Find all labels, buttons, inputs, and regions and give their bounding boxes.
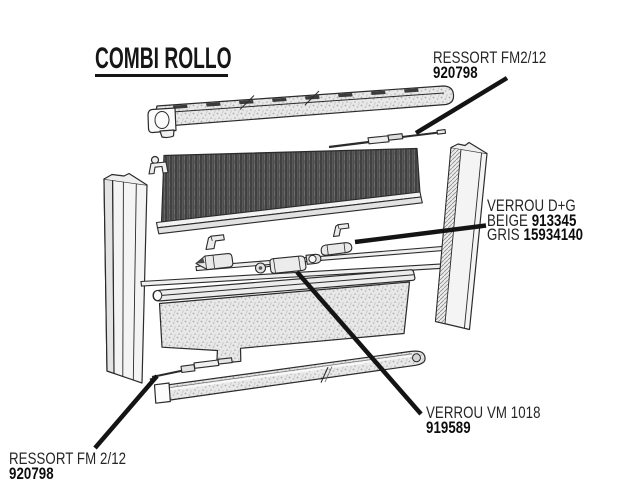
label-verrou-dg-gris: GRIS 15934140 — [487, 225, 584, 244]
vm-lock — [254, 253, 322, 274]
leader-ressort-top — [414, 76, 509, 135]
screen-bottom-rail — [155, 191, 423, 235]
label-ressort-top: RESSORT FM2/12 920798 — [433, 48, 547, 82]
label-ressort-bottom-part: 920798 — [9, 463, 54, 483]
label-verrou-dg-beige: BEIGE 913345 — [487, 210, 577, 230]
bottom-roller-tube — [153, 350, 426, 404]
bottom-spring-rod — [149, 357, 233, 381]
label-ressort-bottom: RESSORT FM 2/12 920798 — [9, 449, 127, 483]
lock-hook-right — [332, 222, 350, 238]
tube-left-cap — [153, 382, 171, 404]
blackout-shade — [158, 281, 411, 365]
leader-lines — [93, 76, 509, 450]
label-verrou-dg-name: VERROU D+G — [487, 196, 576, 215]
lock-latch-left — [195, 253, 234, 271]
cassette-left-end-cap — [147, 107, 177, 139]
page-title: COMBI ROLLO — [95, 42, 232, 75]
label-verrou-dg: VERROU D+G BEIGE 913345 GRIS 15934140 — [487, 196, 584, 244]
label-ressort-top-name: RESSORT FM2/12 — [433, 48, 547, 67]
label-verrou-vm: VERROU VM 1018 919589 — [426, 403, 541, 437]
leader-ressort-bottom — [93, 374, 159, 450]
leader-verrou-dg — [354, 223, 487, 245]
left-side-rail — [103, 172, 148, 384]
label-ressort-top-part: 920798 — [433, 62, 478, 82]
leader-verrou-vm — [295, 270, 423, 416]
cassette-slots — [173, 88, 419, 109]
top-spring-rod — [328, 129, 447, 149]
label-verrou-vm-part: 919589 — [426, 417, 471, 437]
label-ressort-bottom-name: RESSORT FM 2/12 — [9, 449, 127, 468]
top-cassette-rail — [147, 85, 455, 139]
shade-top-rail — [152, 269, 416, 302]
right-side-rail — [434, 141, 488, 331]
lock-latch-right — [320, 242, 353, 256]
label-verrou-vm-name: VERROU VM 1018 — [426, 403, 541, 422]
screen-top-bracket — [148, 161, 169, 175]
tube-end-cap — [412, 353, 421, 363]
title-underline — [95, 74, 228, 77]
lock-hook-left — [205, 234, 225, 251]
